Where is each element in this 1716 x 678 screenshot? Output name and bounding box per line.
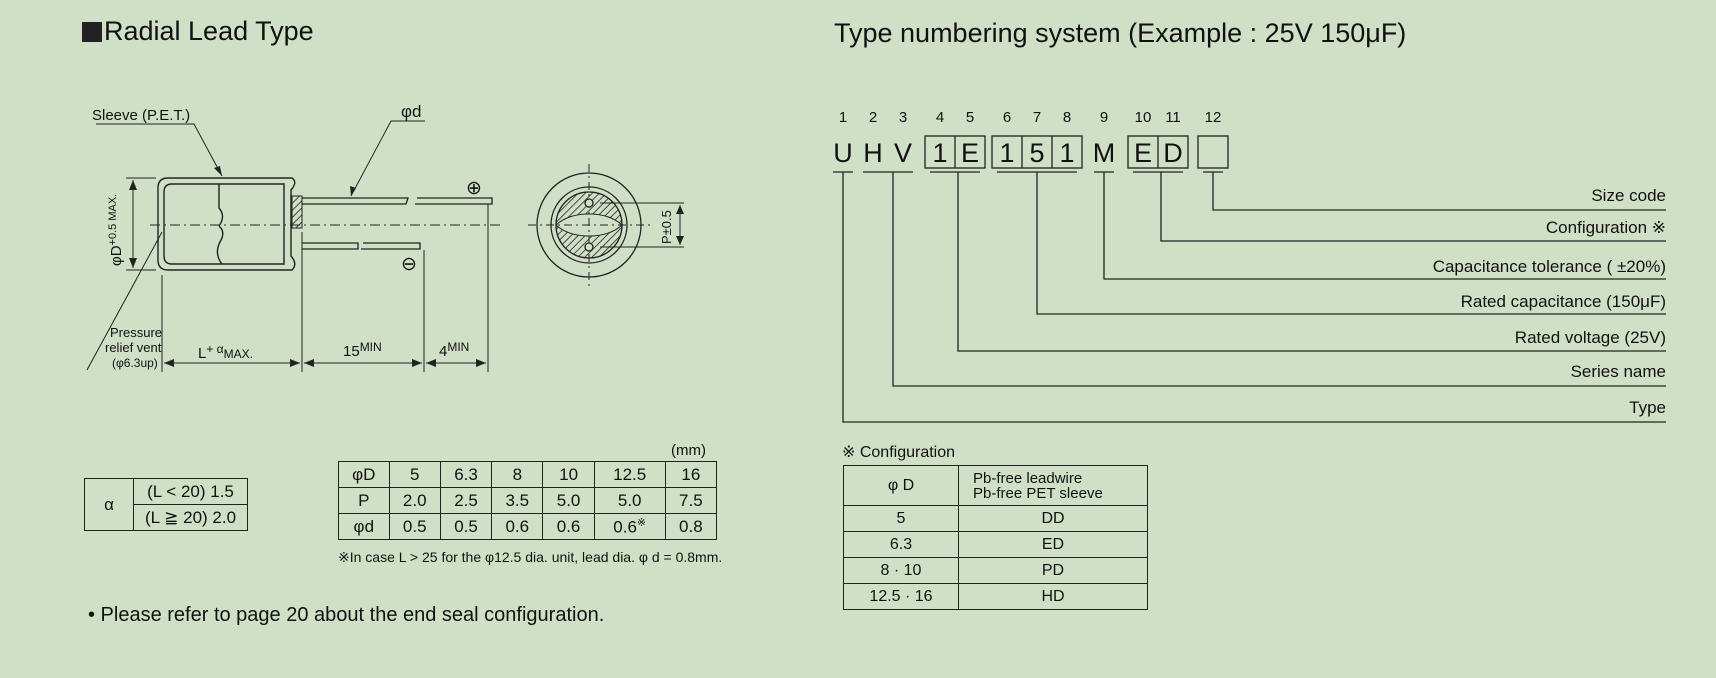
capacitor-diagram: Sleeve (P.E.T.) φd ⊕ ⊖ φD+0.5 MAX. Press… <box>86 102 684 372</box>
length-label: L+ αMAX. <box>198 342 253 362</box>
code-char: M <box>1093 138 1116 168</box>
label-size-code: Size code <box>1591 186 1666 205</box>
config-header-sleeve: Pb-free PET sleeve <box>973 484 1103 502</box>
position-number: 2 <box>869 109 877 126</box>
position-number: 9 <box>1100 109 1108 126</box>
alpha-symbol: α <box>84 478 134 531</box>
dimension-footnote: ※In case L > 25 for the φ12.5 dia. unit,… <box>338 549 723 565</box>
code-char: H <box>863 138 883 168</box>
table-cell: 6.3 <box>439 461 493 488</box>
table-cell: 5.0 <box>593 487 666 514</box>
diameter-label: φD+0.5 MAX. <box>107 194 125 266</box>
sleeve-label: Sleeve (P.E.T.) <box>92 107 190 124</box>
config-header-leadwire: Pb-free leadwire <box>973 469 1083 487</box>
config-cell: 8 · 10 <box>843 557 959 584</box>
extra-length-label: 4MIN <box>439 340 469 360</box>
position-number: 4 <box>936 109 944 126</box>
note-mark: ※ <box>636 516 647 529</box>
table-cell: 5.0 <box>542 487 595 514</box>
lead-dia-label: φd <box>401 102 421 121</box>
type-numbering-diagram: 1 2 3 4 5 6 7 8 9 10 11 12 U H V 1 E 1 5… <box>833 109 1666 423</box>
table-cell: 2.5 <box>439 487 493 514</box>
alpha-row-1: (L < 20) 1.5 <box>133 478 248 505</box>
position-number: 11 <box>1165 109 1181 126</box>
cell-value: 0.6 <box>613 517 637 537</box>
position-number: 7 <box>1033 109 1041 126</box>
table-cell: φD <box>338 461 390 488</box>
table-cell: P <box>338 487 390 514</box>
table-cell: 0.5 <box>388 513 441 540</box>
code-char: 1 <box>999 138 1014 168</box>
config-title: ※ Configuration <box>842 444 956 461</box>
label-series: Series name <box>1571 362 1666 381</box>
vent-label-1: Pressure <box>110 325 162 340</box>
config-cell: DD <box>958 505 1148 532</box>
config-header-types: Pb-free leadwire Pb-free PET sleeve <box>958 465 1148 506</box>
vent-label-2: relief vent <box>105 340 162 355</box>
position-number: 3 <box>899 109 907 126</box>
lead-length-label: 15MIN <box>343 340 382 360</box>
left-title: Radial Lead Type <box>82 16 314 47</box>
table-cell: 3.5 <box>491 487 544 514</box>
alpha-table: α (L < 20) 1.5 (L ≧ 20) 2.0 <box>84 478 248 531</box>
position-number: 5 <box>966 109 974 126</box>
table-cell: 5 <box>388 461 441 488</box>
end-seal-note: • Please refer to page 20 about the end … <box>88 604 605 626</box>
table-cell: 7.5 <box>664 487 718 514</box>
config-cell: PD <box>958 557 1148 584</box>
unit-label: (mm) <box>671 442 706 459</box>
config-table: φ D Pb-free leadwire Pb-free PET sleeve … <box>843 465 1148 610</box>
pitch-label: P±0.5 <box>659 210 674 244</box>
config-cell: 5 <box>843 505 959 532</box>
table-cell: 2.0 <box>388 487 441 514</box>
right-title: Type numbering system (Example : 25V 150… <box>834 18 1407 48</box>
table-cell: 0.8 <box>664 513 718 540</box>
position-number: 6 <box>1003 109 1011 126</box>
code-char: 1 <box>932 138 947 168</box>
table-cell: 12.5 <box>593 461 666 488</box>
config-cell: ED <box>958 531 1148 558</box>
label-voltage: Rated voltage (25V) <box>1515 328 1666 347</box>
config-cell: HD <box>958 583 1148 610</box>
table-cell: 16 <box>664 461 718 488</box>
label-tolerance: Capacitance tolerance ( ±20%) <box>1433 257 1666 276</box>
vent-label-3: (φ6.3up) <box>112 356 158 370</box>
code-char: U <box>833 138 853 168</box>
position-number: 12 <box>1205 109 1222 126</box>
code-char: V <box>894 138 912 168</box>
code-char: E <box>961 138 979 168</box>
label-type: Type <box>1629 398 1666 417</box>
table-cell: 0.5 <box>439 513 493 540</box>
plus-terminal-icon: ⊕ <box>466 178 482 199</box>
dimension-table: φD 5 6.3 8 10 12.5 16 P 2.0 2.5 3.5 5.0 … <box>338 461 718 540</box>
position-number: 8 <box>1063 109 1071 126</box>
config-header-diameter: φ D <box>843 465 959 506</box>
label-capacitance: Rated capacitance (150μF) <box>1461 292 1666 311</box>
code-char: 5 <box>1029 138 1044 168</box>
table-cell: φd <box>338 513 390 540</box>
config-cell: 12.5 · 16 <box>843 583 959 610</box>
table-cell: 8 <box>491 461 544 488</box>
table-cell: 0.6※ <box>593 513 666 540</box>
label-configuration: Configuration ※ <box>1546 218 1666 237</box>
config-cell: 6.3 <box>843 531 959 558</box>
table-cell: 10 <box>542 461 595 488</box>
alpha-row-2: (L ≧ 20) 2.0 <box>133 504 248 531</box>
code-char: 1 <box>1059 138 1074 168</box>
position-number: 1 <box>839 109 847 126</box>
square-bullet-icon <box>82 22 102 42</box>
table-cell: 0.6 <box>491 513 544 540</box>
code-char: D <box>1163 138 1183 168</box>
position-number: 10 <box>1135 109 1152 126</box>
code-char: E <box>1134 138 1152 168</box>
table-cell: 0.6 <box>542 513 595 540</box>
minus-terminal-icon: ⊖ <box>401 254 417 275</box>
